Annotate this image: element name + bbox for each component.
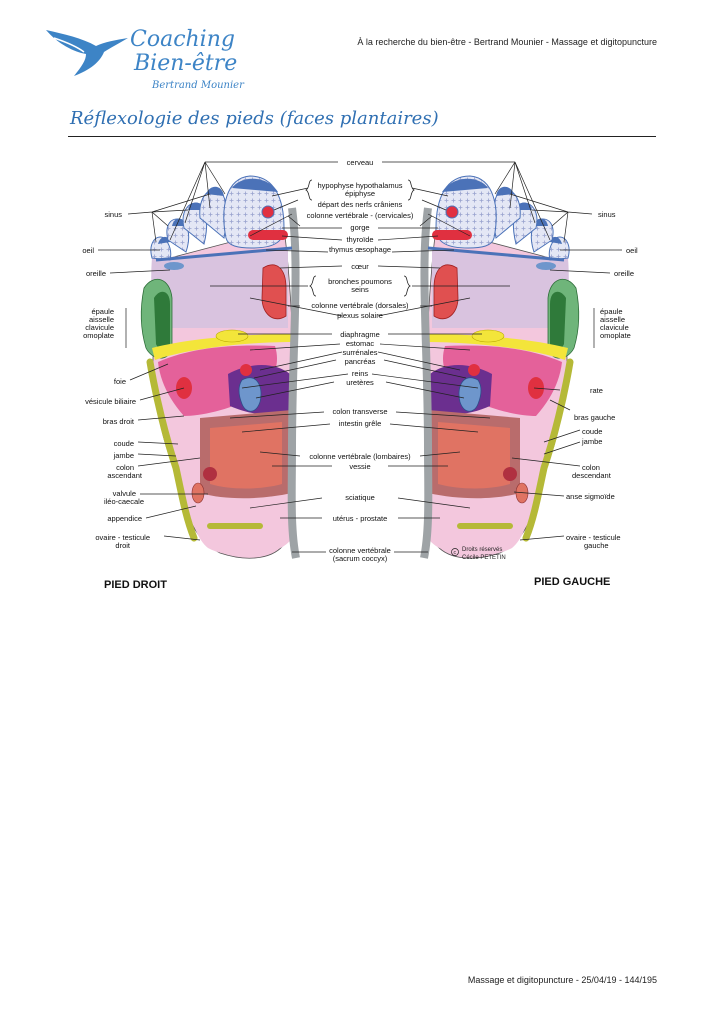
running-head: À la recherche du bien-être - Bertrand M… (357, 37, 657, 47)
label-plexus: plexus solaire (337, 311, 383, 320)
label-dorsales: colonne vertébrale (dorsales) (311, 301, 409, 310)
label-coeur: cœur (351, 262, 369, 271)
label-colon-descendant: colon (582, 463, 600, 472)
label-bronches: bronches poumons (328, 277, 392, 286)
page-title: Réflexologie des pieds (faces plantaires… (70, 108, 439, 129)
label-intestin: intestin grêle (339, 419, 382, 428)
label-right-sinus: sinus (598, 210, 616, 219)
label-left-epaule: épaule (91, 307, 114, 316)
label-diaphragme: diaphragme (340, 330, 380, 339)
label-cervicales: colonne vertébrale - (cervicales) (307, 211, 414, 220)
label-rate: rate (590, 386, 603, 395)
copyright-line1: Droits réservés (462, 547, 502, 553)
logo: Coaching Bien-être Bertrand Mounier (44, 24, 254, 104)
label-nerfs: départ des nerfs crâniens (318, 200, 403, 209)
label-estomac: estomac (346, 339, 375, 348)
label-gorge: gorge (350, 223, 369, 232)
label-seins: seins (351, 285, 369, 294)
label-gauche: gauche (584, 541, 609, 550)
label-sacrum-coccyx: (sacrum coccyx) (333, 554, 388, 563)
label-surrenales: surrénales (342, 348, 377, 357)
label-reins: reins (352, 369, 369, 378)
title-divider (68, 136, 656, 137)
label-uterus: utérus - prostate (333, 514, 388, 523)
label-ovaire-gauche: ovaire - testicule (566, 533, 621, 542)
label-right-omoplate: omoplate (600, 331, 631, 340)
label-left-jambe: jambe (113, 451, 134, 460)
caption-pied-droit: PIED DROIT (104, 579, 167, 591)
logo-line2: Bien-être (134, 51, 238, 76)
copyright-icon (451, 548, 459, 556)
label-ileo-caecale: iléo-caecale (104, 497, 144, 506)
label-appendice: appendice (107, 514, 142, 523)
label-right-oeil: oeil (626, 246, 638, 255)
label-bras-droit: bras droit (103, 417, 135, 426)
label-pancreas: pancréas (345, 357, 376, 366)
logo-subtitle: Bertrand Mounier (152, 80, 244, 91)
label-left-oreille: oreille (86, 269, 106, 278)
label-valvule: valvule (113, 489, 136, 498)
caption-pied-gauche: PIED GAUCHE (534, 576, 610, 588)
label-colon-transverse: colon transverse (332, 407, 387, 416)
label-right-coude: coude (582, 427, 602, 436)
copyright-line2: Cécile PETETIN (462, 555, 506, 561)
label-left-clavicule: clavicule (85, 323, 114, 332)
label-left-coude: coude (114, 439, 134, 448)
label-ovaire-droit: ovaire - testicule (95, 533, 150, 542)
label-left-aisselle: aisselle (89, 315, 114, 324)
label-thymus: thymus œsophage (329, 245, 391, 254)
label-cerveau: cerveau (347, 158, 374, 167)
label-vessie: vessie (349, 462, 370, 471)
label-droit: droit (115, 541, 131, 550)
foot-reflexology-diagram: cerveau hypophyse hypothalamus épiphyse … (82, 158, 638, 591)
label-right-aisselle: aisselle (600, 315, 625, 324)
label-thyroide: thyroïde (346, 235, 373, 244)
label-right-jambe: jambe (581, 437, 602, 446)
label-ureteres: uretères (346, 378, 374, 387)
hummingbird-icon (46, 30, 128, 76)
label-descendant: descendant (572, 471, 612, 480)
label-left-sinus: sinus (104, 210, 122, 219)
label-left-omoplate: omoplate (83, 331, 114, 340)
label-vesicule: vésicule biliaire (85, 397, 136, 406)
label-epiphyse: épiphyse (345, 189, 375, 198)
label-foie: foie (114, 377, 126, 386)
logo-line1: Coaching (130, 27, 235, 52)
label-right-clavicule: clavicule (600, 323, 629, 332)
label-anse-sigmoide: anse sigmoïde (566, 492, 615, 501)
label-right-epaule: épaule (600, 307, 623, 316)
label-left-oeil: oeil (82, 246, 94, 255)
label-sciatique: sciatique (345, 493, 375, 502)
page-footer: Massage et digitopuncture - 25/04/19 - 1… (467, 975, 657, 985)
label-right-oreille: oreille (614, 269, 634, 278)
label-hypophyse: hypophyse hypothalamus (317, 181, 402, 190)
label-lombaires: colonne vertébrale (lombaires) (309, 452, 411, 461)
svg-text:c: c (454, 550, 457, 556)
label-ascendant: ascendant (107, 471, 143, 480)
label-sacrum: colonne vertébrale (329, 546, 391, 555)
label-bras-gauche: bras gauche (574, 413, 615, 422)
label-colon-ascendant: colon (116, 463, 134, 472)
